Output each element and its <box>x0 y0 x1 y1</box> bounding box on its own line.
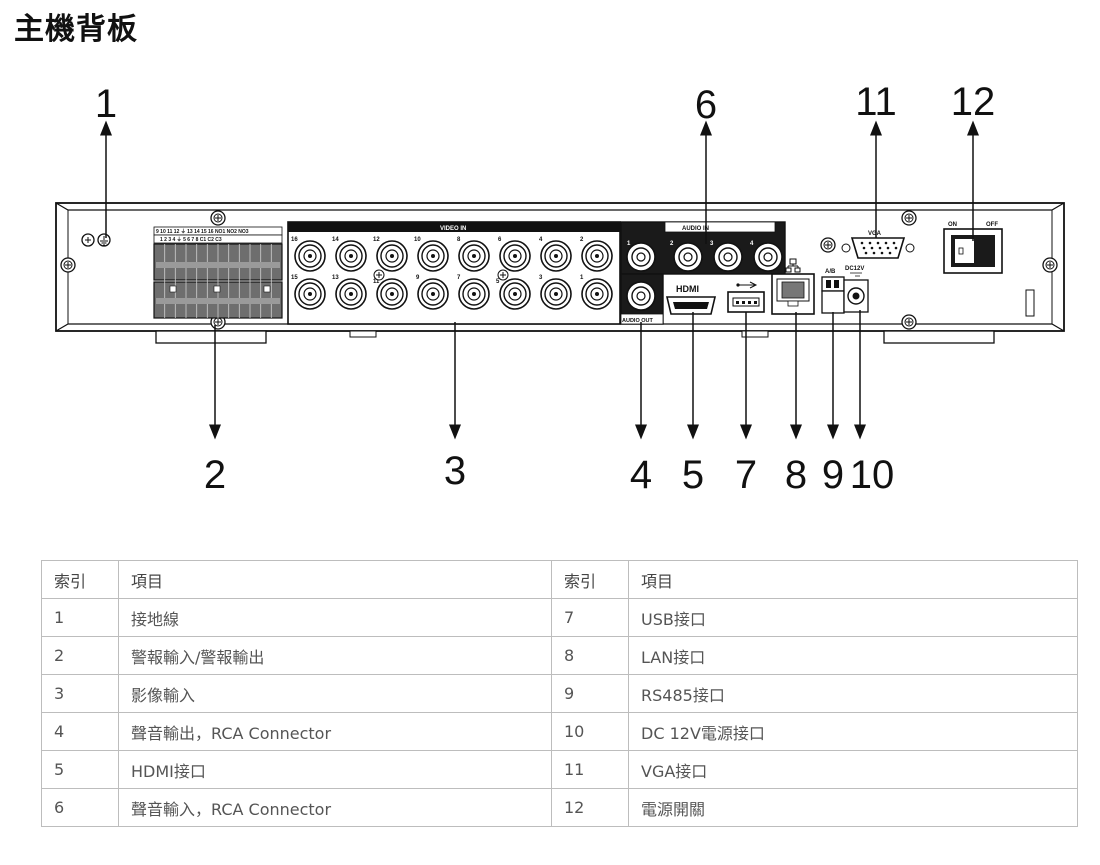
header-item: 項目 <box>118 560 552 599</box>
table-row: 4 聲音輸出，RCA Connector 10 DC 12V電源接口 <box>41 712 1078 751</box>
bnc-number: 8 <box>457 237 461 243</box>
bnc-number: 12 <box>373 237 380 243</box>
audio-in-number: 2 <box>670 241 674 247</box>
bnc-number: 4 <box>539 237 543 243</box>
vga-port: VGA <box>841 231 915 259</box>
item-cell: 聲音輸出，RCA Connector <box>118 712 552 751</box>
bnc-number: 10 <box>414 237 421 243</box>
index-cell: 10 <box>551 712 629 751</box>
item-cell: LAN接口 <box>628 636 1078 675</box>
item-cell: VGA接口 <box>628 750 1078 789</box>
index-cell: 2 <box>41 636 119 675</box>
bnc-number: 6 <box>498 237 502 243</box>
callout-arrows <box>100 120 979 440</box>
header-index: 索引 <box>41 560 119 599</box>
item-cell: DC 12V電源接口 <box>628 712 1078 751</box>
audio-block: AUDIO IN 1 2 3 4 AUDIO OUT <box>620 221 786 325</box>
item-cell: 警報輸入/警報輸出 <box>118 636 552 675</box>
audio-in-label: AUDIO IN <box>682 226 709 232</box>
item-cell: RS485接口 <box>628 674 1078 713</box>
video-in-label: VIDEO IN <box>440 226 466 232</box>
rs485-port: A/B <box>821 269 845 314</box>
callout-6: 6 <box>695 83 717 127</box>
table-row: 1 接地線 7 USB接口 <box>41 598 1078 637</box>
bnc-number: 11 <box>373 279 380 285</box>
index-cell: 6 <box>41 788 119 827</box>
audio-in-number: 1 <box>627 241 631 247</box>
callout-7: 7 <box>735 453 757 497</box>
rear-panel-diagram: 9 10 11 12 ⏚ 13 14 15 16 NO1 NO2 NO3 1 2… <box>55 80 1065 497</box>
index-cell: 1 <box>41 598 119 637</box>
header-item: 項目 <box>628 560 1078 599</box>
table-row: 6 聲音輸入，RCA Connector 12 電源開關 <box>41 788 1078 827</box>
callout-10: 10 <box>850 453 895 497</box>
network-icon <box>785 258 801 273</box>
audio-in-number: 4 <box>750 241 754 247</box>
table-header-row: 索引 項目 索引 項目 <box>41 560 1078 599</box>
usb-port <box>727 281 765 313</box>
table-row: 3 影像輸入 9 RS485接口 <box>41 674 1078 713</box>
bnc-number: 7 <box>457 275 461 281</box>
item-cell: 影像輸入 <box>118 674 552 713</box>
index-cell: 3 <box>41 674 119 713</box>
index-cell: 8 <box>551 636 629 675</box>
callout-labels: 1 2 3 4 5 6 7 8 9 10 11 12 <box>95 80 995 497</box>
callout-8: 8 <box>785 453 807 497</box>
audio-out-label: AUDIO OUT <box>622 318 654 324</box>
callout-11: 11 <box>855 80 897 124</box>
item-cell: 聲音輸入，RCA Connector <box>118 788 552 827</box>
audio-in-number: 3 <box>710 241 714 247</box>
item-cell: 電源開關 <box>628 788 1078 827</box>
dc12v-power-jack: DC12V <box>843 266 869 313</box>
bnc-number: 2 <box>580 237 584 243</box>
alarm-terminal-block: 9 10 11 12 ⏚ 13 14 15 16 NO1 NO2 NO3 1 2… <box>153 226 283 319</box>
callout-12: 12 <box>951 80 996 124</box>
callout-4: 4 <box>630 453 652 497</box>
table-row: 2 警報輸入/警報輸出 8 LAN接口 <box>41 636 1078 675</box>
bnc-number: 13 <box>332 275 339 281</box>
usb-icon <box>736 281 758 289</box>
bnc-number: 3 <box>539 275 543 281</box>
lan-port <box>771 258 815 315</box>
index-cell: 4 <box>41 712 119 751</box>
item-cell: HDMI接口 <box>118 750 552 789</box>
page-title: 主機背板 <box>14 12 138 47</box>
dc12v-label: DC12V <box>845 266 864 272</box>
parts-table: 索引 項目 索引 項目 1 接地線 7 USB接口 2 警報輸入/警報輸出 8 … <box>41 560 1078 827</box>
alarm-bottom-label: 1 2 3 4 ⏚ 5 6 7 8 C1 C2 C3 <box>160 236 222 243</box>
bnc-number: 15 <box>291 275 298 281</box>
callout-5: 5 <box>682 453 704 497</box>
video-in-block: VIDEO IN 16 14 12 10 8 6 4 2 15 13 11 9 … <box>287 221 621 325</box>
callout-2: 2 <box>204 453 226 497</box>
index-cell: 5 <box>41 750 119 789</box>
off-label: OFF <box>986 222 998 228</box>
alarm-top-label: 9 10 11 12 ⏚ 13 14 15 16 NO1 NO2 NO3 <box>156 228 249 235</box>
ab-label: A/B <box>825 269 836 275</box>
item-cell: 接地線 <box>118 598 552 637</box>
ground-terminal-icon <box>81 233 111 247</box>
vga-label: VGA <box>868 231 882 237</box>
hdmi-port: HDMI <box>665 284 717 315</box>
bnc-number: 1 <box>580 275 584 281</box>
index-cell: 11 <box>551 750 629 789</box>
callout-3: 3 <box>444 449 466 493</box>
table-row: 5 HDMI接口 11 VGA接口 <box>41 750 1078 789</box>
callout-9: 9 <box>822 453 844 497</box>
hdmi-logo: HDMI <box>676 284 699 294</box>
index-cell: 9 <box>551 674 629 713</box>
bnc-number: 5 <box>496 279 500 285</box>
item-cell: USB接口 <box>628 598 1078 637</box>
bnc-number: 14 <box>332 237 339 243</box>
index-cell: 7 <box>551 598 629 637</box>
callout-1: 1 <box>95 82 117 126</box>
header-index: 索引 <box>551 560 629 599</box>
on-label: ON <box>948 222 957 228</box>
index-cell: 12 <box>551 788 629 827</box>
bnc-number: 9 <box>416 275 420 281</box>
bnc-number: 16 <box>291 237 298 243</box>
